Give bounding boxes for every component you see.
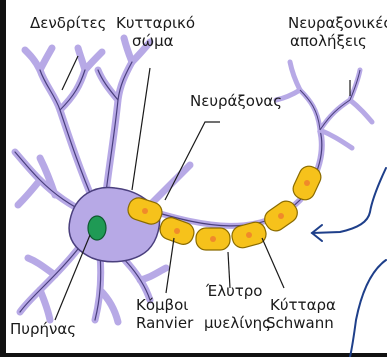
label-nucleus: Πυρήνας [10, 320, 76, 338]
label-myelin-1: Έλυτρο [205, 282, 262, 300]
label-ranvier-1: Κόμβοι [136, 296, 188, 314]
label-axon-terminals-1: Νευραξονικές [288, 14, 387, 32]
annotation-arrow [312, 168, 386, 233]
label-ranvier-2: Ranvier [136, 314, 194, 332]
label-axon: Νευράξονας [190, 92, 282, 110]
label-myelin-2: μυελίνης [204, 314, 271, 332]
label-cell-body-1: Κυτταρικό [116, 14, 195, 32]
cell-body [69, 187, 159, 261]
nucleus [88, 216, 106, 240]
label-cell-body-2: σώμα [132, 32, 174, 50]
label-dendrites: Δενδρίτες [30, 14, 106, 32]
label-schwann-2: Schwann [266, 314, 334, 332]
annotation-curve [350, 260, 386, 357]
label-schwann-1: Κύτταρα [270, 296, 336, 314]
dendrites [15, 38, 190, 322]
myelin-segment [196, 228, 230, 250]
label-axon-terminals-2: απολήξεις [290, 32, 367, 50]
